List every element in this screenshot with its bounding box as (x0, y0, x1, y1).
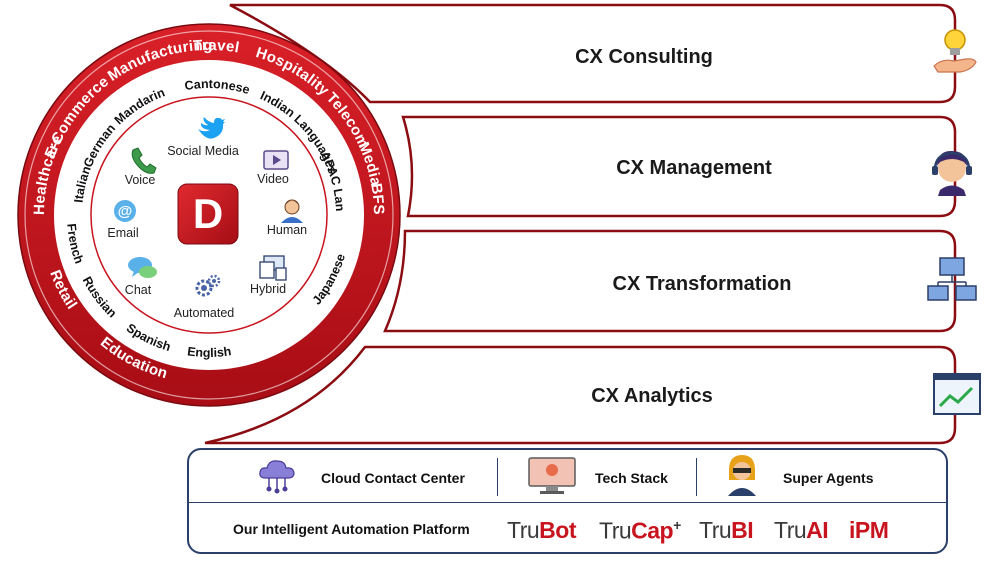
band-cx-management (401, 115, 957, 218)
circle-diagram: Manufacturing Travel Hospitality Telecom… (0, 0, 401, 407)
network-computers-icon (927, 257, 977, 301)
band-label-consulting: CX Consulting (575, 46, 713, 68)
monitor-icon (527, 456, 577, 501)
band-cx-transformation (383, 229, 957, 333)
lightbulb-hand-icon (933, 29, 977, 73)
channel-hybrid: Hybrid (250, 282, 286, 296)
ipm-logo: iPM (849, 517, 889, 543)
analytics-chart-icon (933, 373, 981, 415)
band-label-transformation: CX Transformation (613, 273, 792, 295)
svg-text:@: @ (118, 203, 133, 220)
video-icon (263, 150, 289, 170)
human-icon (281, 199, 303, 223)
language-label: English (186, 344, 232, 360)
channel-automated: Automated (174, 306, 235, 320)
headset-agent-icon (932, 150, 972, 196)
channel-chat: Chat (125, 283, 152, 297)
chat-icon (128, 257, 157, 278)
band-cx-consulting (229, 3, 957, 104)
industry-label: Travel (193, 37, 241, 57)
trubot-logo: TruBot (507, 517, 576, 543)
channel-video: Video (257, 172, 289, 186)
channel-social-media: Social Media (167, 144, 239, 158)
channel-voice: Voice (125, 173, 156, 187)
super-agent-icon (725, 454, 759, 501)
svg-text:Travel: Travel (193, 37, 241, 57)
platform-divider (189, 502, 946, 503)
trucap-logo: TruCap+ (599, 517, 681, 544)
twitter-icon (198, 117, 225, 139)
tech-stack-label: Tech Stack (595, 470, 668, 486)
cloud-network-icon (257, 456, 297, 501)
platform-divider (696, 458, 697, 496)
band-cx-analytics (204, 345, 957, 445)
band-label-management: CX Management (616, 157, 772, 179)
truai-logo: TruAI (774, 517, 829, 543)
svg-text:English: English (186, 344, 232, 360)
channel-email: Email (107, 226, 138, 240)
email-icon: @ (114, 200, 136, 222)
automation-platform-panel: Cloud Contact Center Tech Stack Super Ag… (187, 448, 948, 554)
platform-divider (497, 458, 498, 496)
band-label-analytics: CX Analytics (591, 385, 713, 407)
trubi-logo: TruBI (699, 517, 754, 543)
phone-icon (131, 147, 157, 174)
hybrid-icon (259, 255, 287, 281)
super-agents-label: Super Agents (783, 470, 874, 486)
cloud-contact-center-label: Cloud Contact Center (321, 470, 465, 486)
svg-text:D: D (193, 190, 223, 237)
channel-human: Human (267, 223, 307, 237)
d-logo: D (177, 183, 239, 245)
automation-platform-label: Our Intelligent Automation Platform (233, 521, 470, 537)
gears-icon (195, 274, 221, 297)
